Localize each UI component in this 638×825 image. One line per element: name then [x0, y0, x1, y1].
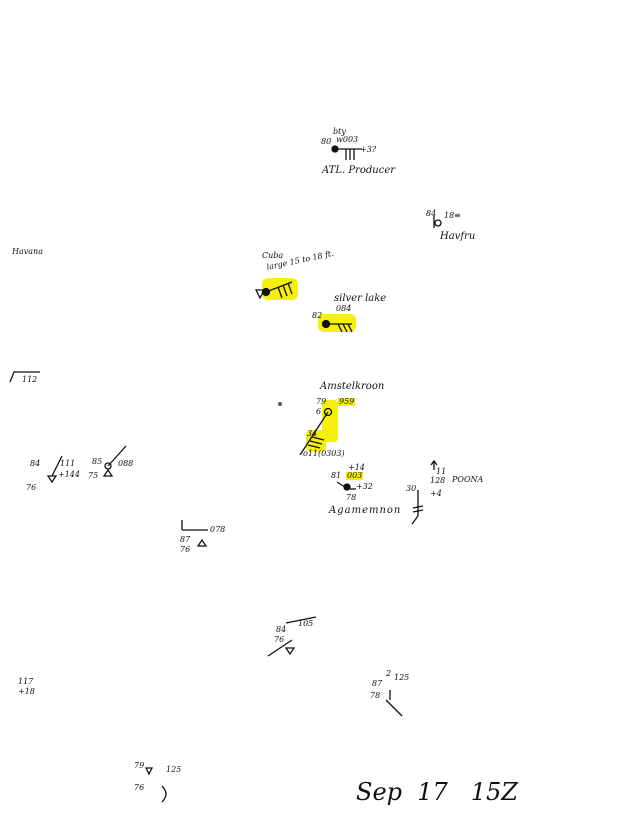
agamemnon-name: Agamemnon	[329, 505, 402, 516]
west2-temp: 85	[92, 457, 103, 466]
atl-name: ATL. Producer	[322, 165, 396, 176]
station-s3-symbol	[144, 767, 167, 803]
mid1-pressure: 078	[210, 525, 226, 534]
amstelkroon-highlight	[322, 400, 338, 442]
station-west1-symbol	[46, 455, 63, 484]
poona-name: POONA	[452, 475, 484, 484]
amstelkroon-footnote: o11(0303)	[303, 449, 345, 458]
amstelkroon-sub: 34	[307, 429, 318, 438]
agamemnon-change: +32	[356, 482, 373, 491]
s2-temp: 87	[372, 679, 383, 688]
s3-temp: 79	[134, 761, 145, 770]
label-112: 112	[22, 375, 38, 384]
poona-temp: 30	[406, 484, 417, 493]
ink-dot	[278, 402, 282, 406]
silverlake-temp: 82	[312, 311, 323, 320]
west1-dew: 76	[26, 483, 37, 492]
station-poona-symbol	[411, 459, 438, 525]
havfru-temp: 84	[426, 209, 437, 218]
havfru-pressure: 18≡	[444, 211, 461, 220]
map-date-label: Sep 17 15Z	[356, 778, 518, 806]
station-amstelkroon-symbol	[299, 407, 333, 456]
station-s1-symbol	[267, 616, 317, 657]
amstelkroon-highlight2	[306, 430, 326, 452]
amstelkroon-pressure: 959	[338, 397, 356, 406]
station-mid1-symbol	[181, 520, 208, 547]
atl-top: bty	[333, 127, 346, 136]
station-havfru-symbol	[433, 216, 442, 228]
west2-dew: 75	[88, 471, 99, 480]
s3-dew: 76	[134, 783, 145, 792]
agamemnon-temp: 81	[331, 471, 342, 480]
west1-temp: 84	[30, 459, 41, 468]
silverlake-name: silver lake	[334, 293, 387, 304]
station-s2-symbol	[385, 690, 403, 717]
station-silverlake-symbol	[321, 319, 353, 333]
atl-pressure: +3?	[360, 145, 377, 154]
agamemnon-top: +14	[348, 463, 365, 472]
s1-dew: 76	[274, 635, 285, 644]
amstelkroon-extra: 6	[316, 407, 322, 416]
label-havana: Havana	[12, 247, 43, 256]
silverlake-pressure: 084	[336, 304, 352, 313]
mid1-dew: 76	[180, 545, 191, 554]
amstelkroon-name: Amstelkroon	[320, 381, 385, 392]
station-atl-symbol	[331, 145, 362, 160]
agamemnon-dew: 78	[346, 493, 357, 502]
west1-pressure: 111	[60, 459, 76, 468]
s2-dew: 78	[370, 691, 381, 700]
agamemnon-pressure: 003	[346, 471, 364, 480]
left1-temp: 117	[18, 677, 34, 686]
s2-top: 2	[386, 669, 392, 678]
amstelkroon-temp: 79	[316, 397, 327, 406]
s3-pressure: 125	[166, 765, 182, 774]
left1-change: +18	[18, 687, 35, 696]
poona-top: 11	[436, 467, 447, 476]
station-agamemnon-symbol	[336, 481, 356, 491]
s2-pressure: 125	[394, 673, 410, 682]
edge-mark	[9, 371, 40, 383]
havfru-name: Havfru	[440, 231, 476, 242]
s1-temp: 84	[276, 625, 287, 634]
cuba-name: Cuba	[262, 251, 284, 260]
poona-change: +4	[430, 489, 442, 498]
atl-vis: w003	[336, 135, 359, 144]
s1-pressure: 105	[298, 619, 314, 628]
poona-pressure: 128	[430, 476, 446, 485]
station-cuba-symbol	[254, 281, 293, 300]
atl-temp: 80	[321, 137, 332, 146]
mid1-temp: 87	[180, 535, 191, 544]
west1-change: +144	[58, 470, 80, 479]
west2-pressure: 088	[118, 459, 134, 468]
station-west2-symbol	[102, 445, 127, 477]
